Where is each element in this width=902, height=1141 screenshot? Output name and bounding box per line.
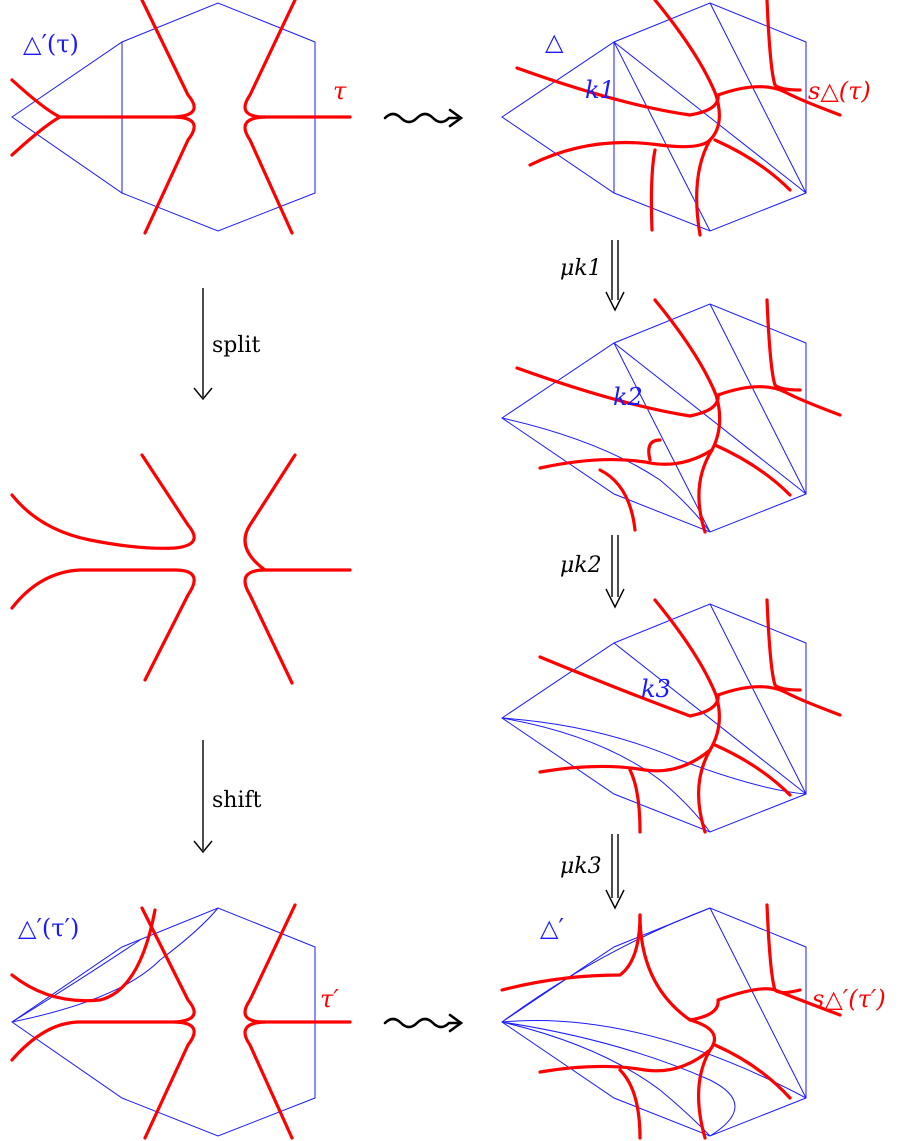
label-tau-prime: τ′ bbox=[320, 985, 339, 1013]
lamination-curves bbox=[10, 0, 352, 235]
label-triangulation: △′(τ′) bbox=[18, 914, 79, 942]
mutation-arrow-1: μk1 bbox=[560, 240, 625, 312]
panel-mid-left bbox=[10, 453, 352, 685]
lamination-curves bbox=[10, 903, 352, 1140]
label-k3: k3 bbox=[641, 675, 671, 703]
label-s-triangle-tau: s△(τ) bbox=[808, 77, 871, 105]
lamination-curves bbox=[515, 0, 842, 237]
label-triangulation: △′ bbox=[540, 914, 564, 942]
label-mu-k2: μk2 bbox=[560, 553, 602, 578]
label-s-triangle-prime-tau-prime: s△′(τ′) bbox=[812, 985, 886, 1013]
split-arrow: split bbox=[193, 288, 260, 401]
panel-top-right: △ k1 s△(τ) bbox=[501, 0, 871, 237]
panel-bottom-left: △′(τ′) τ′ bbox=[10, 903, 352, 1140]
mutation-arrow-3: μk3 bbox=[560, 834, 625, 910]
shift-arrow: shift bbox=[193, 740, 262, 854]
lamination-curves bbox=[538, 598, 842, 834]
hexagon-outline bbox=[501, 603, 807, 833]
label-mu-k1: μk1 bbox=[560, 256, 602, 281]
label-split: split bbox=[212, 333, 260, 358]
panel-mid-right-2: k3 bbox=[501, 598, 842, 834]
panel-bottom-right: △′ s△′(τ′) bbox=[500, 903, 886, 1140]
label-tau: τ bbox=[333, 77, 347, 105]
panel-top-left: △′(τ) τ bbox=[10, 0, 352, 235]
label-mu-k3: μk3 bbox=[560, 854, 602, 879]
hexagon-outline bbox=[501, 303, 807, 533]
label-k2: k2 bbox=[613, 383, 643, 411]
label-triangulation: △ bbox=[545, 28, 564, 56]
hexagon-outline bbox=[501, 907, 807, 1137]
squiggle-arrow-bottom bbox=[383, 1013, 464, 1033]
squiggle-arrow-top bbox=[383, 108, 464, 128]
label-shift: shift bbox=[212, 788, 262, 813]
lamination-curves bbox=[10, 453, 352, 685]
label-k1: k1 bbox=[585, 76, 615, 104]
panel-mid-right-1: k2 bbox=[501, 298, 842, 534]
mutation-arrow-2: μk2 bbox=[560, 535, 625, 609]
lamination-curves bbox=[515, 298, 842, 534]
lamination-curves bbox=[500, 903, 842, 1140]
label-triangulation: △′(τ) bbox=[23, 30, 79, 58]
